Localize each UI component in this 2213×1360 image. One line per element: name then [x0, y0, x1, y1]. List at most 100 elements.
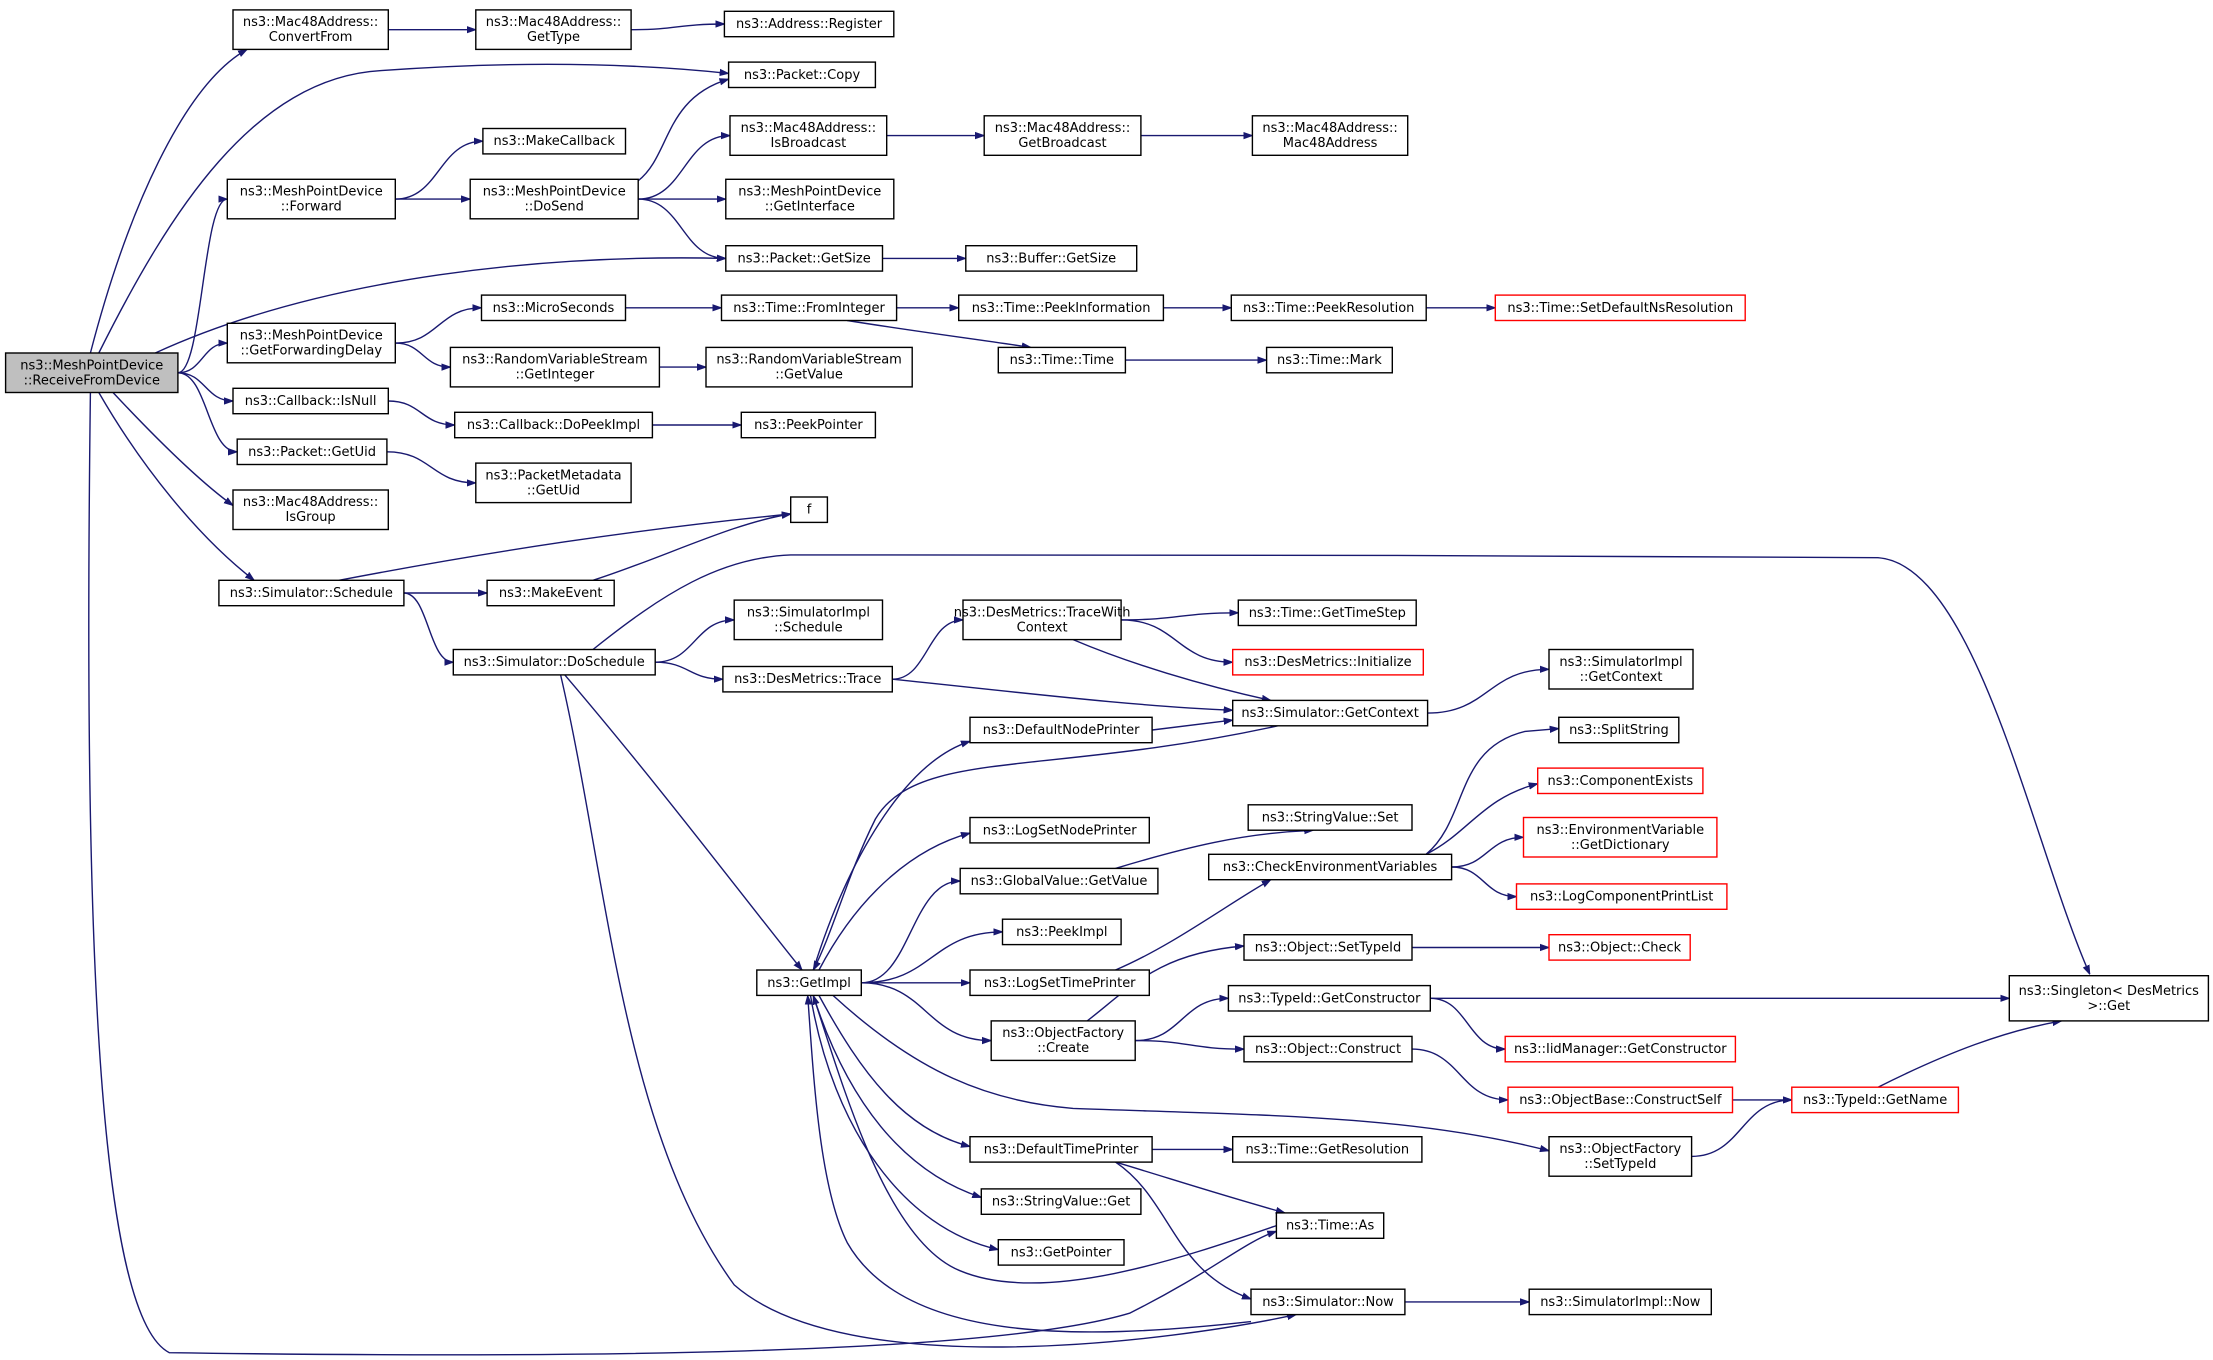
node-component-exists[interactable]: ns3::ComponentExists — [1536, 767, 1704, 795]
node-sim-now[interactable]: ns3::Simulator::Now — [1250, 1288, 1406, 1316]
node-log-component-print-list[interactable]: ns3::LogComponentPrintList — [1515, 883, 1728, 911]
call-edge — [813, 996, 1277, 1284]
node-mpddo-send[interactable]: ns3::MeshPointDevice::DoSend — [469, 178, 639, 220]
node-time-mark[interactable]: ns3::Time::Mark — [1265, 346, 1393, 374]
node-sim-impl-now[interactable]: ns3::SimulatorImpl::Now — [1528, 1288, 1712, 1316]
call-edge — [812, 741, 970, 971]
node-get-impl[interactable]: ns3::GetImpl — [756, 969, 862, 997]
node-type-id-get-name[interactable]: ns3::TypeId::GetName — [1791, 1086, 1960, 1114]
node-split-string[interactable]: ns3::SplitString — [1558, 716, 1680, 744]
node-label: ns3::Mac48Address:: — [243, 15, 378, 30]
node-pmget-uid[interactable]: ns3::PacketMetadata::GetUid — [475, 462, 632, 504]
node-make-event[interactable]: ns3::MakeEvent — [486, 579, 615, 607]
node-box — [1247, 804, 1413, 831]
node-string-value-get[interactable]: ns3::StringValue::Get — [980, 1188, 1142, 1216]
node-check-env-vars[interactable]: ns3::CheckEnvironmentVariables — [1207, 853, 1453, 881]
node-label: ns3::GetPointer — [1011, 1245, 1112, 1260]
node-box — [1558, 716, 1680, 744]
node-peek-information[interactable]: ns3::Time::PeekInformation — [958, 294, 1165, 322]
node-string-value-set[interactable]: ns3::StringValue::Set — [1247, 804, 1413, 831]
node-box — [469, 178, 639, 220]
node-mac48get-type[interactable]: ns3::Mac48Address::GetType — [475, 9, 632, 51]
node-label: ns3::RandomVariableStream — [716, 353, 902, 368]
node-des-trace[interactable]: ns3::DesMetrics::Trace — [722, 665, 894, 693]
node-object-factory-set-type-id[interactable]: ns3::ObjectFactory::SetTypeId — [1548, 1135, 1693, 1177]
node-default-time-printer[interactable]: ns3::DefaultTimePrinter — [969, 1135, 1153, 1163]
node-get-forwarding-delay[interactable]: ns3::MeshPointDevice::GetForwardingDelay — [226, 322, 397, 364]
node-set-default-ns-resolution[interactable]: ns3::Time::SetDefaultNsResolution — [1494, 294, 1746, 322]
node-label: ns3::Simulator::GetContext — [1241, 706, 1418, 721]
call-edge — [177, 372, 238, 452]
node-time-time[interactable]: ns3::Time::Time — [997, 346, 1127, 374]
node-global-value-get-value[interactable]: ns3::GlobalValue::GetValue — [959, 867, 1159, 895]
node-box — [723, 10, 895, 38]
node-label: ::GetInteger — [516, 368, 595, 383]
node-time-as[interactable]: ns3::Time::As — [1275, 1212, 1385, 1240]
node-box — [980, 1188, 1142, 1216]
node-log-set-time-printer[interactable]: ns3::LogSetTimePrinter — [969, 969, 1151, 997]
node-sim-get-context[interactable]: ns3::Simulator::GetContext — [1231, 699, 1429, 727]
node-peek-impl[interactable]: ns3::PeekImpl — [1001, 918, 1122, 946]
node-mpdget-interface[interactable]: ns3::MeshPointDevice::GetInterface — [725, 178, 895, 220]
node-is-broadcast[interactable]: ns3::Mac48Address::IsBroadcast — [729, 115, 888, 157]
node-f[interactable]: f — [790, 496, 829, 524]
node-micro-seconds[interactable]: ns3::MicroSeconds — [480, 294, 627, 322]
node-box — [733, 599, 884, 641]
call-edge — [812, 995, 981, 1199]
node-singleton-get[interactable]: ns3::Singleton< DesMetrics >::Get — [2008, 975, 2210, 1022]
node-box — [1515, 883, 1728, 911]
node-label: ns3::StringValue::Get — [992, 1195, 1130, 1210]
node-sim-impl-get-context[interactable]: ns3::SimulatorImpl::GetContext — [1548, 648, 1694, 690]
node-construct-self[interactable]: ns3::ObjectBase::ConstructSelf — [1507, 1086, 1734, 1114]
node-sim-impl-schedule[interactable]: ns3::SimulatorImpl::Schedule — [733, 599, 884, 641]
node-label: ns3::DesMetrics::Trace — [734, 672, 881, 687]
node-get-resolution[interactable]: ns3::Time::GetResolution — [1231, 1135, 1423, 1163]
node-object-set-type-id[interactable]: ns3::Object::SetTypeId — [1243, 934, 1413, 961]
node-label: ::DoSend — [524, 200, 583, 215]
node-iid-get-constructor[interactable]: ns3::IidManager::GetConstructor — [1504, 1035, 1737, 1063]
node-object-construct[interactable]: ns3::Object::Construct — [1243, 1035, 1413, 1063]
node-mac48address[interactable]: ns3::Mac48Address::Mac48Address — [1251, 115, 1409, 157]
call-edge — [638, 198, 726, 258]
node-object-check[interactable]: ns3::Object::Check — [1548, 934, 1691, 961]
node-peek-resolution[interactable]: ns3::Time::PeekResolution — [1230, 294, 1427, 322]
node-receive-from-device[interactable]: ns3::MeshPointDevice::ReceiveFromDevice — [4, 352, 179, 394]
node-convert-from[interactable]: ns3::Mac48Address::ConvertFrom — [232, 9, 390, 51]
node-packet-copy[interactable]: ns3::Packet::Copy — [727, 61, 877, 89]
node-rvsget-integer[interactable]: ns3::RandomVariableStream::GetInteger — [449, 346, 661, 388]
node-rvsget-value[interactable]: ns3::RandomVariableStream::GetValue — [705, 346, 913, 388]
node-box — [740, 411, 877, 439]
node-make-callback[interactable]: ns3::MakeCallback — [482, 127, 627, 155]
node-object-factory-create[interactable]: ns3::ObjectFactory::Create — [990, 1020, 1136, 1062]
node-peek-pointer[interactable]: ns3::PeekPointer — [740, 411, 877, 439]
node-label: ns3::Mac48Address:: — [1262, 121, 1397, 136]
node-mpdforward[interactable]: ns3::MeshPointDevice::Forward — [226, 178, 397, 220]
node-box — [232, 489, 390, 531]
node-log-set-node-printer[interactable]: ns3::LogSetNodePrinter — [969, 816, 1151, 844]
node-packet-get-uid[interactable]: ns3::Packet::GetUid — [236, 438, 388, 466]
node-schedule[interactable]: ns3::Simulator::Schedule — [218, 579, 405, 607]
node-packet-get-size[interactable]: ns3::Packet::GetSize — [725, 244, 884, 272]
call-edge — [1121, 613, 1238, 621]
node-label: ns3::DesMetrics::Initialize — [1244, 655, 1411, 670]
node-label: ::ReceiveFromDevice — [24, 373, 160, 388]
call-edge — [338, 514, 791, 581]
node-callback-is-null[interactable]: ns3::Callback::IsNull — [232, 387, 390, 415]
node-do-peek-impl[interactable]: ns3::Callback::DoPeekImpl — [454, 411, 654, 439]
node-type-id-get-constructor[interactable]: ns3::TypeId::GetConstructor — [1227, 984, 1432, 1012]
node-label: ::GetInterface — [765, 200, 855, 215]
node-from-integer[interactable]: ns3::Time::FromInteger — [720, 294, 898, 322]
node-label: ns3::LogComponentPrintList — [1530, 890, 1713, 905]
node-label: IsBroadcast — [771, 136, 847, 151]
node-env-get-dictionary[interactable]: ns3::EnvironmentVariable::GetDictionary — [1522, 816, 1718, 858]
node-address-register[interactable]: ns3::Address::Register — [723, 10, 895, 38]
node-default-node-printer[interactable]: ns3::DefaultNodePrinter — [969, 716, 1153, 744]
node-get-pointer[interactable]: ns3::GetPointer — [997, 1238, 1125, 1266]
node-get-broadcast[interactable]: ns3::Mac48Address::GetBroadcast — [983, 115, 1142, 157]
node-des-initialize[interactable]: ns3::DesMetrics::Initialize — [1231, 648, 1424, 676]
node-buffer-get-size[interactable]: ns3::Buffer::GetSize — [965, 244, 1138, 272]
node-do-schedule[interactable]: ns3::Simulator::DoSchedule — [452, 648, 656, 676]
node-is-group[interactable]: ns3::Mac48Address::IsGroup — [232, 489, 390, 531]
node-get-time-step[interactable]: ns3::Time::GetTimeStep — [1237, 599, 1417, 627]
